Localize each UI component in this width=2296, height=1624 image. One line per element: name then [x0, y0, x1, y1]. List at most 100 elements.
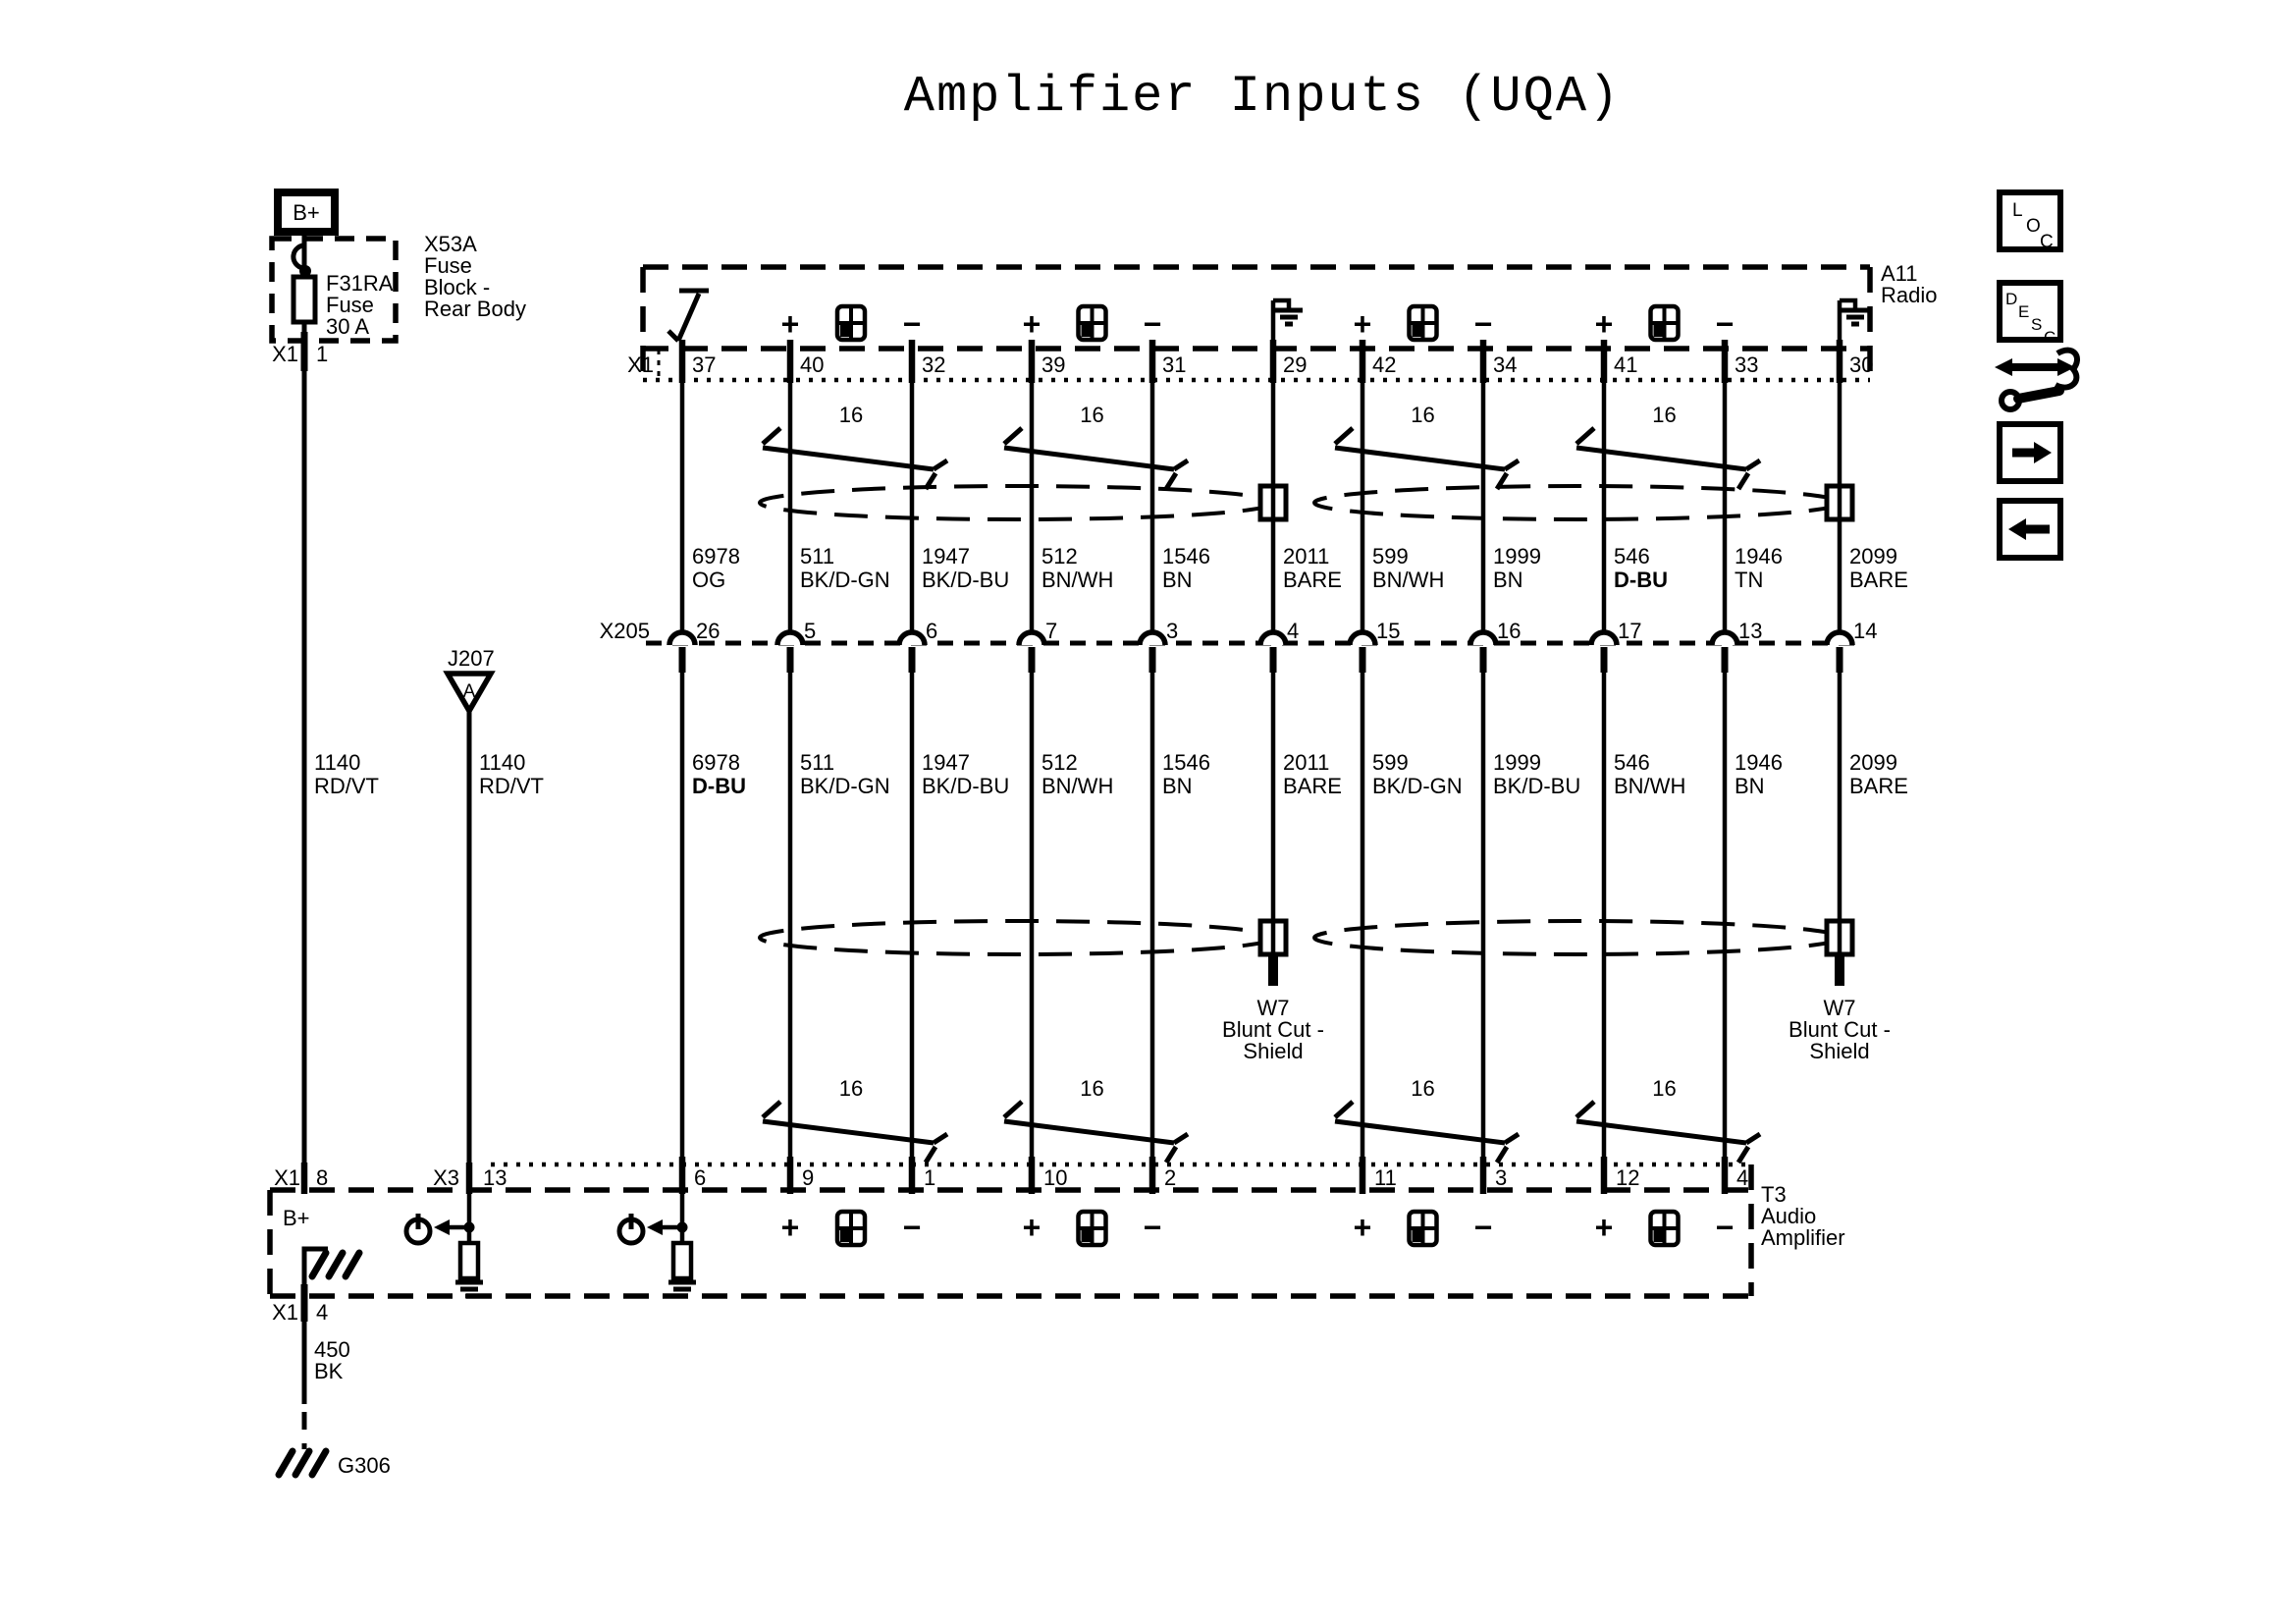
twist-gauge-label: 16 [839, 1076, 863, 1101]
x205-pin-tick [786, 647, 794, 673]
twisted-pair-symbol [1334, 1118, 1506, 1146]
minus-symbol: − [903, 306, 922, 342]
wire-color-label: BN/WH [1372, 568, 1444, 592]
x205-pin-bump [1137, 629, 1168, 646]
plus-symbol: + [1595, 306, 1614, 342]
wire-color-label: BN [1493, 568, 1523, 592]
reroute-wrench-icon[interactable] [1995, 347, 2080, 412]
loc-button[interactable]: L O C [1997, 189, 2063, 252]
twisted-pair-symbol [1744, 1131, 1762, 1146]
wire-color-label: RD/VT [314, 774, 379, 798]
loc-letter: O [2026, 216, 2041, 237]
desc-letter: S [2031, 315, 2042, 334]
twisted-pair-symbol [1163, 1145, 1179, 1164]
pin-label: 16 [1497, 619, 1521, 643]
wire-code-label: 599 [1372, 750, 1409, 775]
twisted-pair-symbol [1735, 471, 1751, 491]
component-name: Radio [1881, 283, 1937, 307]
wire-code-label: 1999 [1493, 750, 1541, 775]
w7-label: Shield [1809, 1039, 1869, 1063]
speaker-icon [1079, 1212, 1106, 1245]
twisted-pair-symbol [1735, 1145, 1751, 1164]
twisted-pair-symbol [1163, 471, 1179, 491]
wire-code-label: 6978 [692, 544, 740, 568]
pin-label: 15 [1376, 619, 1400, 643]
twisted-pair-symbol [761, 426, 782, 446]
wire-color-label: BARE [1849, 568, 1908, 592]
minus-symbol: − [1716, 306, 1735, 342]
minus-symbol: − [1144, 306, 1162, 342]
pin-label: 34 [1493, 352, 1517, 377]
twist-gauge-label: 16 [1652, 403, 1676, 427]
pin-label: 13 [483, 1165, 507, 1190]
pin-label: 14 [1853, 619, 1877, 643]
pin-label: 31 [1162, 352, 1186, 377]
wire-code-label: 1140 [314, 750, 360, 775]
twisted-pair-symbol [1172, 1131, 1190, 1146]
wire-code-label: 511 [800, 544, 834, 568]
x205-pin-tick [678, 647, 686, 673]
back-arrow-button[interactable] [1997, 498, 2063, 561]
twisted-pair-symbol [762, 1118, 934, 1146]
pin-label: 12 [1616, 1165, 1639, 1190]
x205-pin-tick [1600, 647, 1608, 673]
wire-code-label: 512 [1041, 544, 1078, 568]
desc-button[interactable]: D E S C [1997, 280, 2063, 347]
speaker-icon [837, 1212, 865, 1245]
wire-code-label: 511 [800, 750, 834, 775]
x205-pin-tick [1148, 647, 1156, 673]
twisted-pair-symbol [1334, 445, 1506, 472]
connector-label: X3 [433, 1165, 459, 1190]
speaker-icon [1410, 306, 1437, 340]
component-name: Audio [1761, 1204, 1816, 1228]
twisted-pair-symbol [1172, 458, 1190, 472]
twisted-pair-symbol [1494, 471, 1510, 491]
x205-pin-bump [1709, 629, 1740, 646]
wire-color-label: RD/VT [479, 774, 544, 798]
connector-label: X1 [627, 352, 654, 377]
wire-color-label: BK/D-BU [1493, 774, 1580, 798]
desc-letter: E [2018, 302, 2029, 321]
w7-label: W7 [1824, 996, 1856, 1020]
connector-label: X1 [274, 1165, 300, 1190]
x205-pin-bump [896, 629, 928, 646]
left-arrow-icon [2008, 518, 2026, 540]
ground-stub [1840, 298, 1858, 310]
wire-color-label: D-BU [1614, 568, 1668, 592]
pin-label: 5 [804, 619, 816, 643]
minus-symbol: − [1474, 1210, 1493, 1245]
pin-label: 13 [1738, 619, 1762, 643]
pin-label: 30 [1849, 352, 1873, 377]
next-arrow-button[interactable] [1997, 421, 2063, 484]
component-id: T3 [1761, 1182, 1787, 1207]
minus-symbol: − [1716, 1210, 1735, 1245]
wire-code-label: 2011 [1283, 750, 1329, 775]
pin-label: 4 [316, 1300, 328, 1325]
plus-symbol: + [781, 306, 800, 342]
right-arrow-icon [2034, 442, 2052, 463]
speaker-icon [837, 306, 865, 340]
x205-pin-tick [1721, 647, 1729, 673]
pin-label: 2 [1164, 1165, 1176, 1190]
x205-pin-bump [1257, 629, 1289, 646]
wire-code-label: 450 [314, 1337, 350, 1362]
twist-gauge-label: 16 [1411, 403, 1434, 427]
fuse-name: F31RA [326, 271, 394, 296]
wire-color-label: BN [1162, 774, 1193, 798]
wire-color-label: BARE [1283, 568, 1342, 592]
wire-color-label: BK/D-GN [800, 774, 890, 798]
wire-color-label: BK/D-BU [922, 774, 1009, 798]
wire-code-label: 1947 [922, 544, 970, 568]
pin-label: 41 [1614, 352, 1637, 377]
twisted-pair-symbol [1002, 1100, 1024, 1119]
pin-label: 4 [1736, 1165, 1748, 1190]
x205-pin-bump [667, 629, 698, 646]
plus-symbol: + [1023, 1210, 1041, 1245]
component-name: Amplifier [1761, 1225, 1845, 1250]
wire-code-label: 1946 [1735, 750, 1783, 775]
wire-color-label: BK/D-GN [1372, 774, 1463, 798]
antenna-symbol [667, 288, 709, 343]
pin-label: 9 [802, 1165, 814, 1190]
bplus-terminal [274, 189, 339, 236]
j207-splice: J207 A 1140 RD/VT [443, 646, 544, 1163]
